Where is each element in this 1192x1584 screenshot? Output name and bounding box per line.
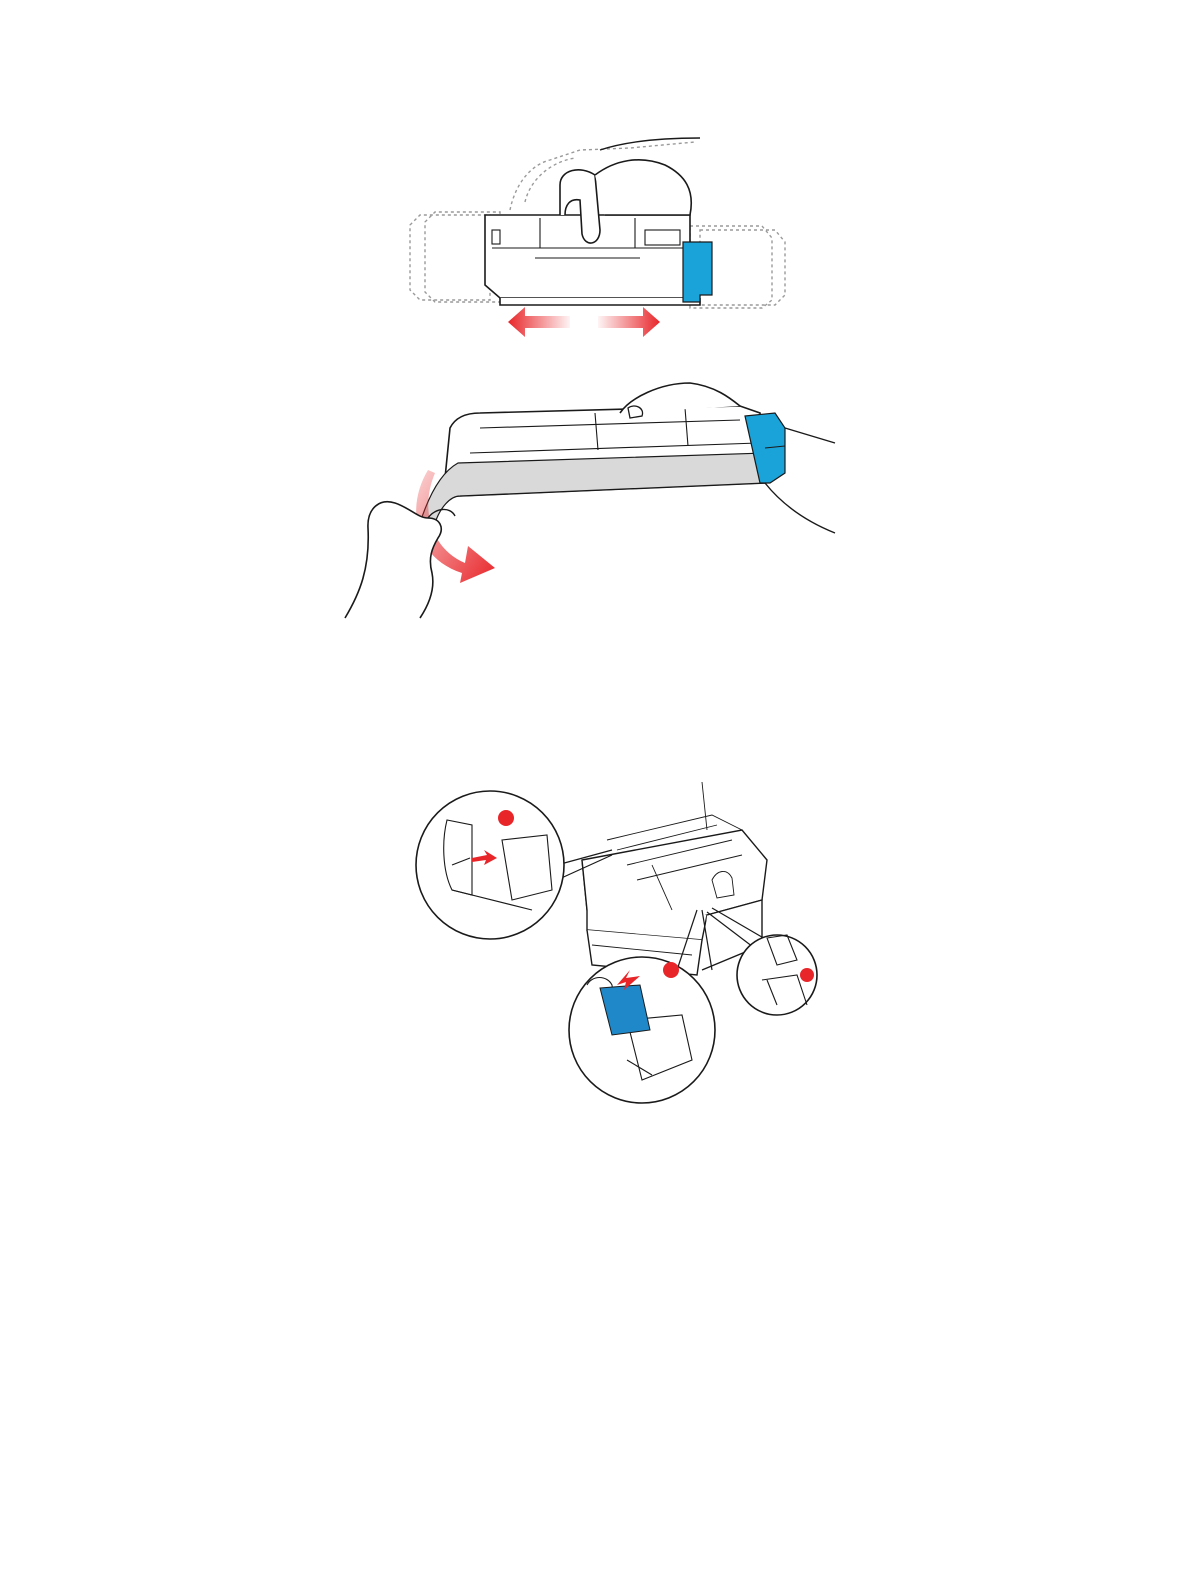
marker-1 — [498, 810, 514, 826]
arrow-right-icon — [598, 307, 660, 337]
install-into-drum-illustration — [412, 770, 832, 1105]
peel-tape-icon — [340, 378, 840, 623]
remove-tape-illustration — [340, 378, 840, 623]
marker-3 — [800, 968, 814, 982]
shake-cartridge-illustration — [400, 130, 800, 345]
arrow-left-icon — [508, 307, 570, 337]
inset-left — [416, 791, 564, 939]
marker-2 — [663, 962, 679, 978]
shake-toner-cartridge-icon — [400, 130, 800, 345]
install-toner-icon — [412, 770, 832, 1105]
